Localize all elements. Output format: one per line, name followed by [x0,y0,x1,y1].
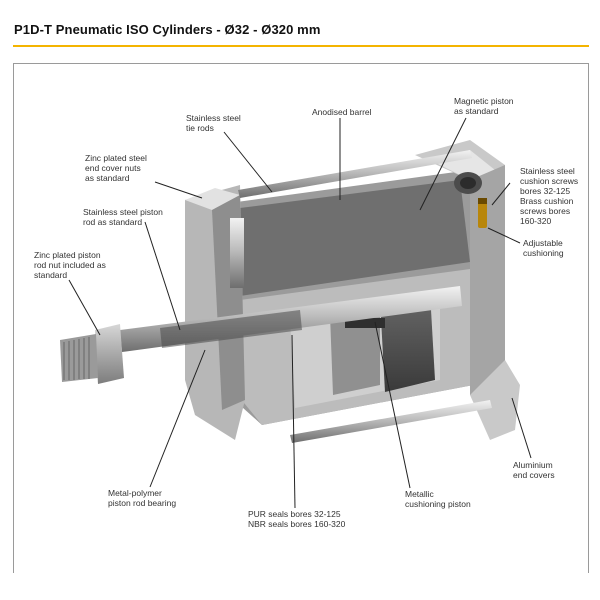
front-end-cover [185,185,245,440]
rod-nut [60,324,124,384]
label-end-cover-nuts: Zinc plated steel end cover nuts as stan… [85,153,147,183]
leader-lines [68,117,532,509]
label-end-covers: Aluminium end covers [513,460,555,480]
label-cushion-screws: Stainless steel cushion screws bores 32-… [520,166,579,226]
cushion-screw [478,198,487,228]
label-seals: PUR seals bores 32-125 NBR seals bores 1… [248,509,346,529]
label-magnetic-piston: Magnetic piston as standard [454,96,514,116]
label-adjustable-cushioning: Adjustable cushioning [523,238,564,258]
label-rod-nut: Zinc plated piston rod nut included as s… [34,250,106,280]
label-piston-rod: Stainless steel piston rod as standard [83,207,163,227]
figure-frame [13,63,589,573]
label-rod-bearing: Metal-polymer piston rod bearing [108,488,177,508]
label-anodised-barrel: Anodised barrel [312,107,372,117]
tie-rods [238,150,492,443]
page-title: P1D-T Pneumatic ISO Cylinders - Ø32 - Ø3… [14,22,321,37]
rear-end-cover [415,140,520,440]
title-rule [13,45,589,47]
label-cushioning-piston: Metallic cushioning piston [405,489,471,509]
piston-rod [120,286,462,352]
label-tie-rods: Stainless steel tie rods [186,113,241,133]
piston [330,292,435,395]
